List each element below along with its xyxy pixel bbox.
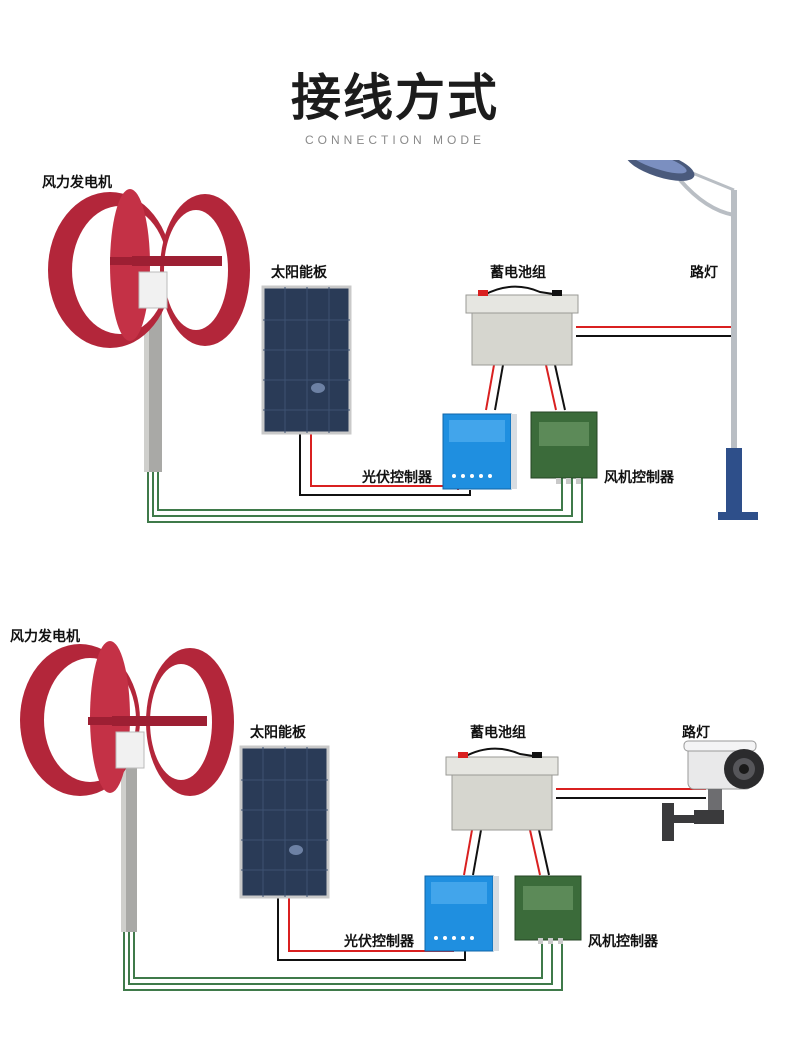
wind-turbine	[20, 641, 234, 932]
wind-controller	[515, 876, 581, 944]
battery-pv-wire-red	[464, 830, 472, 875]
battery-pv-wire-red	[486, 365, 494, 410]
label-wind-turbine-1: 风力发电机	[42, 172, 112, 192]
battery-bank	[466, 287, 578, 365]
pv-controller	[443, 414, 517, 489]
battery-wind-wire-red	[546, 365, 556, 410]
label-wind-controller-1: 风机控制器	[604, 467, 674, 487]
wind-turbine	[48, 189, 250, 472]
battery-wind-wire-black	[555, 365, 565, 410]
page-title: 接线方式	[0, 58, 790, 130]
solar-panel	[241, 747, 328, 897]
pv-controller	[425, 876, 499, 951]
label-battery-2: 蓄电池组	[470, 722, 526, 742]
battery-wind-wire-red	[530, 830, 540, 875]
page-subtitle: CONNECTION MODE	[0, 133, 790, 147]
label-load-1: 路灯	[690, 262, 718, 282]
battery-bank	[446, 749, 558, 830]
battery-pv-wire-black	[495, 365, 503, 410]
label-wind-turbine-2: 风力发电机	[10, 626, 80, 646]
label-load-2: 路灯	[682, 722, 710, 742]
label-battery-1: 蓄电池组	[490, 262, 546, 282]
solar-panel	[263, 287, 350, 433]
label-wind-controller-2: 风机控制器	[588, 931, 658, 951]
label-pv-controller-2: 光伏控制器	[344, 931, 414, 951]
battery-wind-wire-black	[539, 830, 549, 875]
camera	[662, 741, 764, 841]
battery-pv-wire-black	[473, 830, 481, 875]
label-solar-panel-2: 太阳能板	[250, 722, 306, 742]
wind-controller	[531, 412, 597, 484]
label-solar-panel-1: 太阳能板	[271, 262, 327, 282]
label-pv-controller-1: 光伏控制器	[362, 467, 432, 487]
street-lamp	[622, 160, 758, 520]
